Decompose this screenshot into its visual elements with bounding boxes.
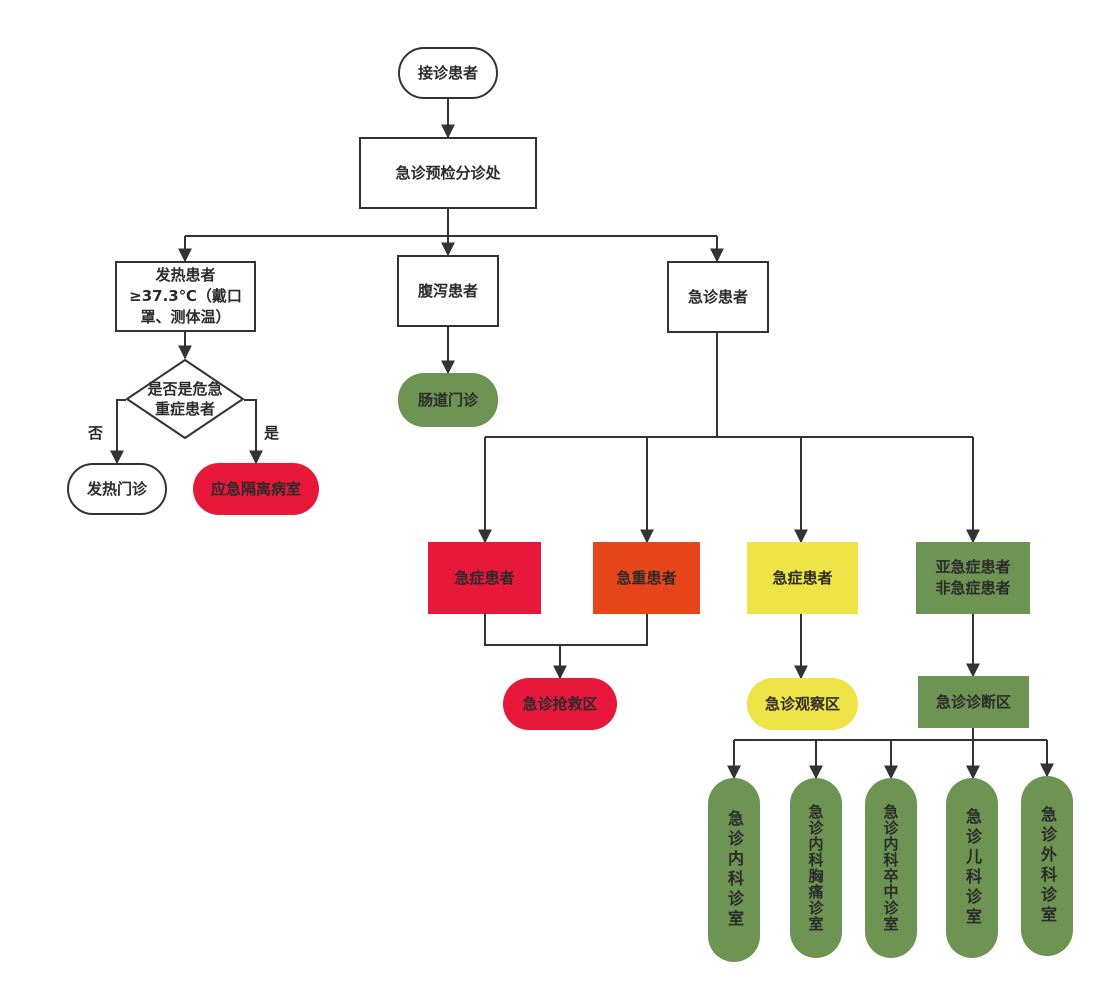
- node-room-stroke: 急诊内科卒中诊室: [865, 778, 917, 958]
- node-fever-patient: 发热患者 ≥37.3℃（戴口 罩、测体温）: [115, 261, 256, 332]
- node-decision: 是否是危急 重症患者: [125, 358, 245, 440]
- arrow-decision-no: [110, 399, 126, 465]
- node-critical: 急重患者: [593, 542, 700, 614]
- node-diarrhea-patient: 腹泻患者: [397, 255, 499, 327]
- node-triage: 急诊预检分诊处: [359, 137, 537, 209]
- node-acute-red: 急症患者: [428, 542, 541, 614]
- arrow-decision-yes: [244, 399, 263, 465]
- label-no: 否: [88, 424, 104, 442]
- decision-text: 是否是危急 重症患者: [147, 380, 223, 418]
- node-subacute: 亚急症患者 非急症患者: [916, 542, 1030, 614]
- decision-diamond: [125, 358, 245, 440]
- node-room-internal: 急诊内科诊室: [708, 778, 760, 962]
- node-room-chestpain: 急诊内科胸痛诊室: [790, 778, 842, 958]
- node-observation-area: 急诊观察区: [747, 678, 858, 730]
- node-diagnosis-area: 急诊诊断区: [918, 676, 1029, 728]
- node-room-pediatric: 急诊儿科诊室: [946, 778, 998, 958]
- line-acute-red-down: [484, 614, 648, 646]
- node-rescue-area: 急诊抢救区: [503, 678, 617, 730]
- node-emergency-patient: 急诊患者: [667, 261, 769, 333]
- node-isolation-room: 应急隔离病室: [193, 463, 319, 515]
- label-yes: 是: [264, 424, 280, 442]
- node-acute-yellow: 急症患者: [747, 542, 858, 614]
- node-intestinal-clinic: 肠道门诊: [398, 373, 498, 427]
- node-room-surgery: 急诊外科诊室: [1021, 776, 1073, 956]
- node-fever-clinic: 发热门诊: [67, 463, 167, 515]
- node-reception: 接诊患者: [398, 47, 498, 99]
